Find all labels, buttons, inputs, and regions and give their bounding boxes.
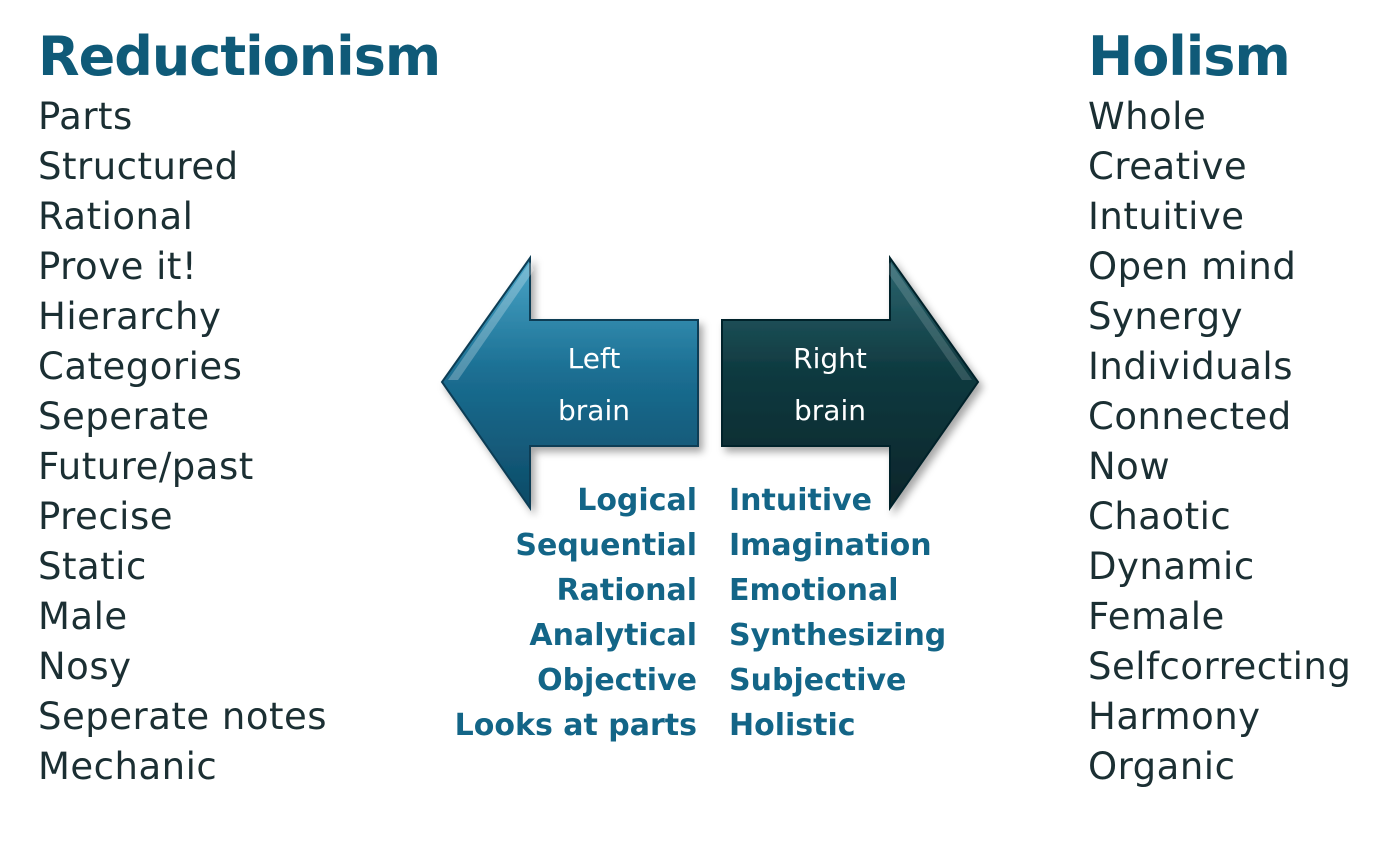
- brain-arrows: Left brain Right brain: [440, 254, 980, 512]
- list-item: Dynamic: [1088, 545, 1255, 588]
- right-brain-traits: Intuitive Imagination Emotional Synthesi…: [729, 478, 946, 748]
- trait-item: Analytical: [529, 618, 697, 653]
- list-item: Precise: [38, 495, 173, 538]
- list-item: Open mind: [1088, 245, 1297, 288]
- trait-item: Intuitive: [729, 483, 873, 518]
- list-item: Male: [38, 595, 128, 638]
- trait-item: Logical: [577, 483, 697, 518]
- holism-heading: Holism: [1088, 25, 1291, 88]
- list-item: Harmony: [1088, 695, 1261, 738]
- trait-item: Subjective: [729, 663, 907, 698]
- list-item: Mechanic: [38, 745, 218, 788]
- trait-item: Rational: [556, 573, 697, 608]
- right-brain-label-line1: Right: [793, 342, 867, 375]
- reductionism-column: Reductionism Parts Structured Rational P…: [38, 22, 441, 792]
- trait-item: Looks at parts: [454, 708, 697, 743]
- list-item: Seperate: [38, 395, 210, 438]
- list-item: Organic: [1088, 745, 1236, 788]
- trait-item: Sequential: [515, 528, 697, 563]
- left-brain-label-line2: brain: [558, 394, 630, 427]
- trait-item: Holistic: [729, 708, 856, 743]
- left-brain-label-line1: Left: [568, 342, 621, 375]
- holism-column: Holism Whole Creative Intuitive Open min…: [1088, 22, 1351, 792]
- holism-list: Whole Creative Intuitive Open mind Syner…: [1088, 92, 1351, 792]
- list-item: Prove it!: [38, 245, 198, 288]
- list-item: Chaotic: [1088, 495, 1232, 538]
- trait-item: Synthesizing: [729, 618, 947, 653]
- right-brain-label-line2: brain: [794, 394, 866, 427]
- list-item: Future/past: [38, 445, 254, 488]
- list-item: Rational: [38, 195, 194, 238]
- trait-item: Imagination: [729, 528, 932, 563]
- trait-item: Objective: [537, 663, 697, 698]
- list-item: Static: [38, 545, 147, 588]
- list-item: Individuals: [1088, 345, 1293, 388]
- list-item: Creative: [1088, 145, 1248, 188]
- list-item: Categories: [38, 345, 243, 388]
- list-item: Connected: [1088, 395, 1292, 438]
- list-item: Now: [1088, 445, 1171, 488]
- left-brain-arrow: Left brain: [440, 254, 699, 512]
- list-item: Nosy: [38, 645, 132, 688]
- list-item: Female: [1088, 595, 1225, 638]
- list-item: Synergy: [1088, 295, 1244, 338]
- list-item: Structured: [38, 145, 239, 188]
- list-item: Parts: [38, 95, 133, 138]
- list-item: Hierarchy: [38, 295, 222, 338]
- list-item: Selfcorrecting: [1088, 645, 1352, 688]
- reductionism-list: Parts Structured Rational Prove it! Hier…: [38, 92, 440, 792]
- list-item: Whole: [1088, 95, 1207, 138]
- list-item: Seperate notes: [38, 695, 328, 738]
- reductionism-heading: Reductionism: [38, 25, 441, 88]
- left-brain-traits: Logical Sequential Rational Analytical O…: [455, 478, 697, 748]
- right-brain-arrow: Right brain: [721, 254, 980, 512]
- list-item: Intuitive: [1088, 195, 1245, 238]
- trait-item: Emotional: [729, 573, 899, 608]
